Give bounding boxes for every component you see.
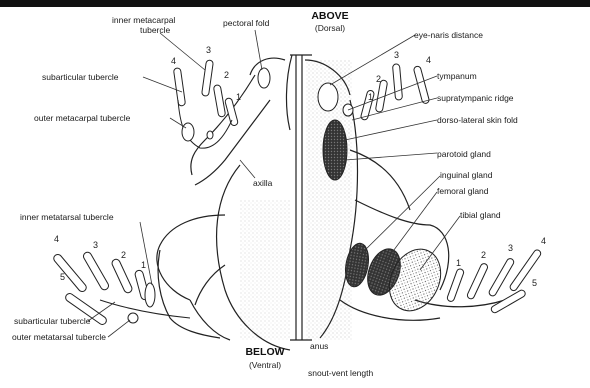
below-subheading: (Ventral) <box>230 360 300 370</box>
left-foot-digit: 4 <box>54 234 59 244</box>
below-heading: BELOW <box>230 346 300 358</box>
parotoid-gland-label: parotoid gland <box>437 149 491 159</box>
subarticular-tubercle-hand-label: subarticular tubercle <box>42 72 119 82</box>
left-foot-digit: 5 <box>60 272 65 282</box>
left-hand-digit: 4 <box>171 56 176 66</box>
snout-vent-length-label: snout-vent length <box>308 368 373 378</box>
right-hand-digit: 3 <box>394 50 399 60</box>
inner-metacarpal-label-line2: tubercle <box>140 25 170 35</box>
eye-mark <box>318 83 338 111</box>
inner-metacarpal-tubercle-mark <box>207 131 213 139</box>
outer-metatarsal-tubercle-mark <box>128 313 138 323</box>
right-hand-digit: 4 <box>426 55 431 65</box>
above-subheading: (Dorsal) <box>295 23 365 33</box>
eye-naris-distance-label: eye-naris distance <box>414 30 483 40</box>
left-hand-digit: 2 <box>224 70 229 80</box>
left-foot-toes <box>52 251 190 326</box>
inner-metatarsal-tubercle-label: inner metatarsal tubercle <box>20 212 114 222</box>
right-hand-digit: 2 <box>376 74 381 84</box>
femoral-gland-label: femoral gland <box>437 186 489 196</box>
right-foot-digit: 4 <box>541 236 546 246</box>
left-foot-digit: 3 <box>93 240 98 250</box>
right-foot-digit: 1 <box>456 258 461 268</box>
inner-metacarpal-label-line1: inner metacarpal <box>112 15 175 25</box>
outer-metacarpal-tubercle-label: outer metacarpal tubercle <box>34 113 130 123</box>
inguinal-gland-label: inguinal gland <box>440 170 492 180</box>
parotoid-gland-mark <box>323 120 347 180</box>
axilla-label: axilla <box>253 178 272 188</box>
inner-metatarsal-tubercle-mark <box>145 283 155 307</box>
left-foot-digit: 1 <box>141 260 146 270</box>
dorso-lateral-skin-fold-label: dorso-lateral skin fold <box>437 115 518 125</box>
left-hand-digit: 1 <box>236 92 241 102</box>
left-hand-digit: 3 <box>206 45 211 55</box>
tympanum-label: tympanum <box>437 71 477 81</box>
pectoral-fold-label: pectoral fold <box>223 18 269 28</box>
right-foot-digit: 3 <box>508 243 513 253</box>
anus-label: anus <box>310 341 328 351</box>
pectoral-fold-mark <box>258 68 270 88</box>
right-foot-digit: 2 <box>481 250 486 260</box>
outer-metatarsal-tubercle-label: outer metatarsal tubercle <box>12 332 106 342</box>
subarticular-tubercle-foot-label: subarticular tubercle <box>14 316 91 326</box>
right-hand-digit: 1 <box>368 92 373 102</box>
supratympanic-ridge-label: supratympanic ridge <box>437 93 514 103</box>
tibial-gland-label: tibial gland <box>460 210 501 220</box>
above-heading: ABOVE <box>295 10 365 22</box>
ventral-stipple <box>240 200 290 340</box>
left-foot-digit: 2 <box>121 250 126 260</box>
outer-metacarpal-tubercle-mark <box>182 123 194 141</box>
right-foot-digit: 5 <box>532 278 537 288</box>
